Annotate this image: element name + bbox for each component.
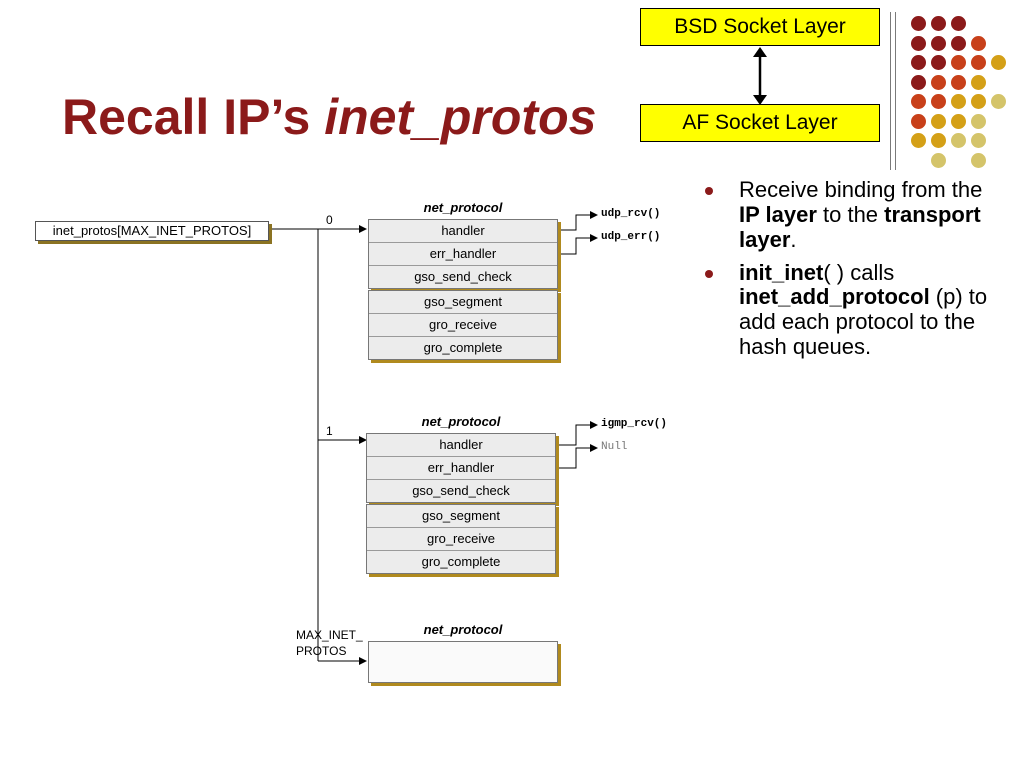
bullet-text: (p) to add each protocol to the hash que… xyxy=(739,284,988,360)
inet-protos-array: inet_protos[MAX_INET_PROTOS] xyxy=(35,221,269,241)
field-group: handler err_handler gso_send_check xyxy=(368,219,558,289)
struct-title: net_protocol xyxy=(423,622,503,637)
field-err-handler: err_handler xyxy=(367,457,555,480)
decor-dot xyxy=(911,35,926,51)
target-igmp-rcv: igmp_rcv() xyxy=(601,418,668,430)
decor-dot xyxy=(911,94,926,109)
bullet-item: Receive binding from the IP layer to the… xyxy=(705,177,1005,253)
index-label-0: 0 xyxy=(326,213,333,227)
field-group: gso_segment gro_receive gro_complete xyxy=(366,504,556,574)
bullet-text: IP layer xyxy=(739,201,817,227)
field-handler: handler xyxy=(369,220,557,243)
decor-dot xyxy=(931,94,946,109)
field-handler: handler xyxy=(367,434,555,457)
decor-dot xyxy=(911,113,926,129)
decor-dot xyxy=(911,133,926,148)
field-group: handler err_handler gso_send_check xyxy=(366,433,556,503)
decor-dot xyxy=(991,55,1006,70)
field-gro-complete: gro_complete xyxy=(369,337,557,359)
struct-title: net_protocol xyxy=(421,414,501,429)
target-null: Null xyxy=(601,441,628,453)
decor-dot xyxy=(951,113,966,129)
decor-dot xyxy=(971,35,986,51)
bullet-text: to the xyxy=(816,201,885,227)
net-protocol-struct-udp: handler err_handler gso_send_check gso_s… xyxy=(368,219,558,360)
field-gso-send-check: gso_send_check xyxy=(369,266,557,288)
target-udp-err: udp_err() xyxy=(601,231,661,243)
field-gro-complete: gro_complete xyxy=(367,551,555,573)
decor-dot xyxy=(951,74,966,90)
target-udp-rcv: udp_rcv() xyxy=(601,208,661,220)
decor-dot xyxy=(971,133,986,148)
field-gso-segment: gso_segment xyxy=(367,505,555,528)
field-gso-send-check: gso_send_check xyxy=(367,480,555,502)
decor-dot xyxy=(951,94,966,109)
title-italic: inet_protos xyxy=(324,89,597,145)
field-gso-segment: gso_segment xyxy=(369,291,557,314)
net-protocol-struct-empty xyxy=(368,641,558,683)
decor-dot xyxy=(991,94,1006,109)
struct-title: net_protocol xyxy=(423,200,503,215)
bsd-socket-layer-box: BSD Socket Layer xyxy=(640,8,880,46)
field-gro-receive: gro_receive xyxy=(369,314,557,337)
decor-dot xyxy=(931,113,946,129)
net-protocol-struct-igmp: handler err_handler gso_send_check gso_s… xyxy=(366,433,556,574)
decor-dot xyxy=(911,55,926,70)
af-socket-layer-box: AF Socket Layer xyxy=(640,104,880,142)
dot-decoration xyxy=(0,0,1024,170)
field-group: gso_segment gro_receive gro_complete xyxy=(368,290,558,360)
decor-dot xyxy=(911,74,926,90)
decor-dot xyxy=(971,74,986,90)
bullet-text: init_inet xyxy=(739,259,824,285)
double-arrow-icon xyxy=(753,47,767,105)
bullet-text: . xyxy=(790,226,797,252)
decor-dot xyxy=(951,133,966,148)
field-err-handler: err_handler xyxy=(369,243,557,266)
bullet-list: Receive binding from the IP layer to the… xyxy=(705,177,1005,368)
decor-dot xyxy=(931,133,946,148)
decor-dot xyxy=(951,55,966,70)
decor-dot xyxy=(971,113,986,129)
bullet-text: Receive binding from the xyxy=(739,177,983,202)
decor-dot xyxy=(931,55,946,70)
bullet-item: init_inet( ) calls inet_add_protocol (p)… xyxy=(705,259,1005,360)
index-label-max: MAX_INET_ PROTOS xyxy=(296,628,363,658)
decor-dot xyxy=(931,74,946,90)
decor-dot xyxy=(931,16,946,31)
decor-dot xyxy=(971,94,986,109)
decor-line xyxy=(895,12,896,170)
decor-dot xyxy=(971,55,986,70)
decor-dot xyxy=(911,16,926,31)
index-label-1: 1 xyxy=(326,424,333,438)
bullet-text: ( ) calls xyxy=(823,259,895,285)
decor-dot xyxy=(951,35,966,51)
decor-dot xyxy=(951,16,966,31)
bullet-icon xyxy=(705,269,713,278)
decor-dot xyxy=(931,152,946,168)
page-title: Recall IP’s inet_protos xyxy=(62,92,596,142)
title-plain: Recall IP’s xyxy=(62,89,325,145)
decor-line xyxy=(890,12,891,170)
bullet-text: transport layer xyxy=(739,201,981,252)
decor-dot xyxy=(931,35,946,51)
bullet-icon xyxy=(705,187,713,195)
field-gro-receive: gro_receive xyxy=(367,528,555,551)
bullet-text: inet_add_protocol xyxy=(739,284,930,310)
decor-dot xyxy=(971,152,986,168)
